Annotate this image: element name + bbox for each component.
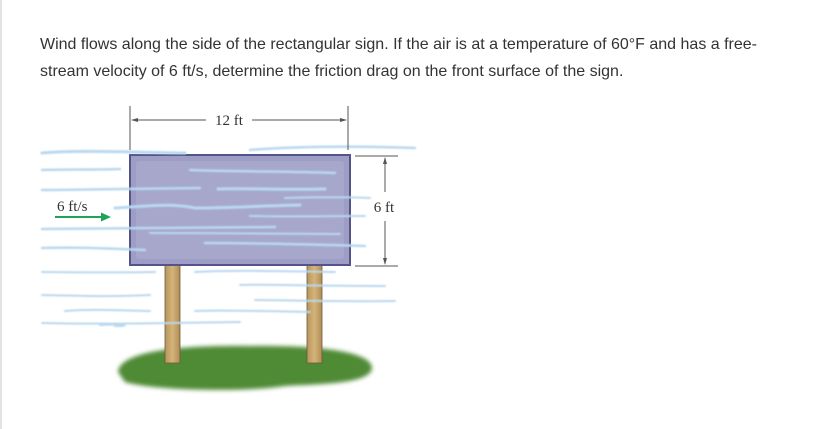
ground-icon <box>118 345 372 390</box>
width-label: 12 ft <box>215 113 244 129</box>
wind-arrow-icon <box>55 212 111 222</box>
velocity-label: 6 ft/s <box>57 199 88 215</box>
problem-statement: Wind flows along the side of the rectang… <box>40 36 758 80</box>
wind-streamlines <box>40 145 417 327</box>
width-dimension <box>129 106 349 150</box>
sign-posts <box>164 263 323 364</box>
height-label: 6 ft <box>374 200 395 216</box>
height-dimension <box>355 155 398 267</box>
